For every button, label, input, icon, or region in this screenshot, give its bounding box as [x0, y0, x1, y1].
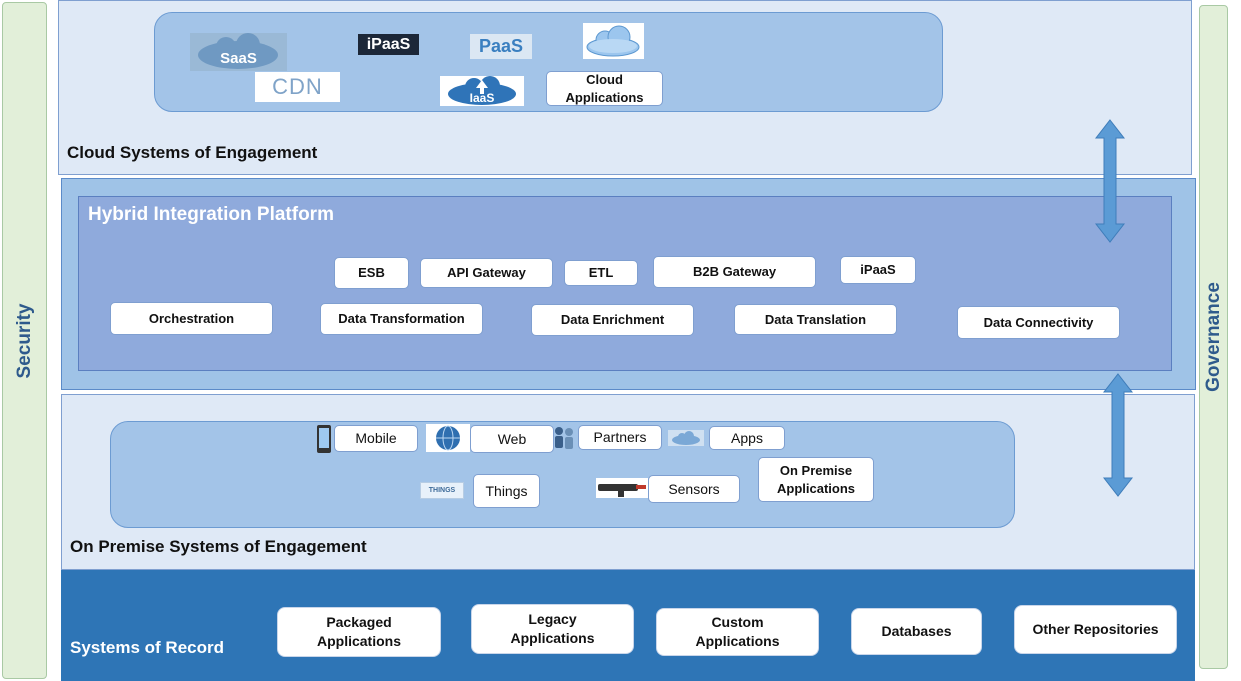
mobile-box: Mobile: [334, 425, 418, 452]
web-box: Web: [470, 425, 554, 453]
onprem-layer-title: On Premise Systems of Engagement: [70, 537, 367, 556]
apps-box: Apps: [709, 426, 785, 450]
governance-label: Governance: [1202, 282, 1224, 392]
cloud-gears-icon: [198, 33, 278, 69]
packaged-applications-box: Packaged Applications: [277, 607, 441, 657]
partners-box: Partners: [578, 425, 662, 450]
sensors-box: Sensors: [648, 475, 740, 503]
globe-icon: [426, 424, 470, 452]
cloud-icon: [586, 25, 640, 57]
mobile-phone-icon: [317, 425, 331, 453]
saas-label: SaaS: [220, 49, 257, 67]
databases-box: Databases: [851, 608, 982, 655]
ipaas-label: iPaaS: [366, 35, 411, 53]
apps-cloud-icon: [668, 430, 704, 446]
hybrid-platform-title: Hybrid Integration Platform: [88, 204, 334, 225]
paas-label: PaaS: [478, 36, 524, 56]
data-transformation-box: Data Transformation: [320, 303, 483, 335]
saas-logo: SaaS: [190, 33, 287, 71]
security-bar: Security: [2, 2, 47, 679]
data-translation-box: Data Translation: [734, 304, 897, 335]
onprem-applications-box: On Premise Applications: [758, 457, 874, 502]
b2b-gateway-box: B2B Gateway: [653, 256, 816, 288]
cloud-layer-title: Cloud Systems of Engagement: [67, 143, 318, 162]
cloud-applications-box: Cloud Applications: [546, 71, 663, 106]
governance-bar: Governance: [1199, 5, 1228, 669]
iaas-logo: IaaS: [440, 76, 524, 106]
custom-applications-box: Custom Applications: [656, 608, 819, 656]
data-connectivity-box: Data Connectivity: [957, 306, 1120, 339]
cdn-label: CDN: [272, 74, 323, 99]
data-enrichment-box: Data Enrichment: [531, 304, 694, 336]
cloud-hybrid-double-arrow: [1094, 119, 1126, 243]
security-label: Security: [13, 303, 35, 378]
iaas-label: IaaS: [469, 91, 495, 105]
cloud-logo: [583, 23, 644, 59]
record-layer-title: Systems of Record: [70, 638, 224, 657]
upload-cloud-icon: [448, 76, 516, 105]
sensor-device-icon: [596, 478, 648, 498]
hybrid-onprem-double-arrow: [1102, 373, 1134, 497]
ipaas-logo: iPaaS: [358, 34, 419, 55]
cdn-logo: CDN: [255, 72, 340, 102]
api-gateway-box: API Gateway: [420, 258, 553, 288]
things-badge-label: THINGS: [428, 487, 456, 494]
paas-logo: PaaS: [470, 34, 532, 59]
esb-box: ESB: [334, 257, 409, 289]
legacy-applications-box: Legacy Applications: [471, 604, 634, 654]
other-repositories-box: Other Repositories: [1014, 605, 1177, 654]
things-icon: THINGS: [420, 482, 464, 499]
people-icon: [555, 427, 573, 449]
things-box: Things: [473, 474, 540, 508]
etl-box: ETL: [564, 260, 638, 286]
orchestration-box: Orchestration: [110, 302, 273, 335]
ipaas-box: iPaaS: [840, 256, 916, 284]
